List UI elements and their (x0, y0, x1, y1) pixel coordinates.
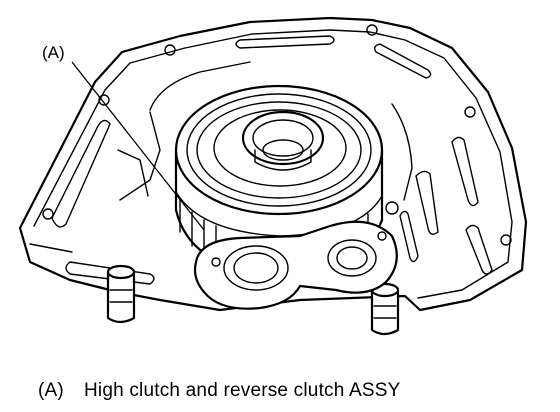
transmission-case (18, 16, 528, 312)
caption-ref: (A) (38, 380, 64, 401)
callout-label-a: (A) (42, 43, 65, 62)
transmission-case-diagram (18, 16, 528, 336)
front-plate (193, 220, 398, 310)
caption: (A) High clutch and reverse clutch ASSY (38, 381, 400, 400)
callout-leader (71, 61, 205, 231)
caption-text: High clutch and reverse clutch ASSY (84, 380, 401, 401)
dowel-pin-left (106, 264, 136, 324)
dowel-pin-right (370, 282, 400, 336)
